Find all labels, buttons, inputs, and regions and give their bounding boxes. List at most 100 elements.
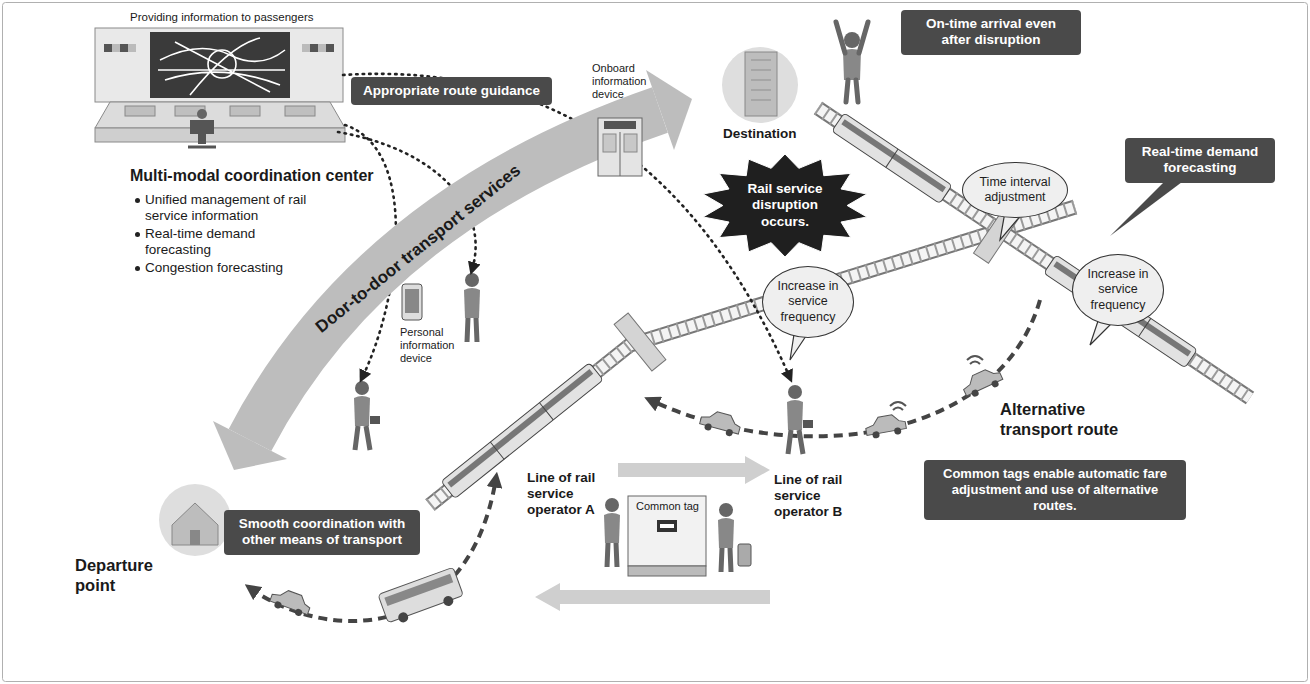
control-center bbox=[95, 128, 345, 142]
train bbox=[886, 149, 898, 167]
train bbox=[832, 113, 952, 204]
bullet-dot bbox=[135, 198, 140, 203]
passenger bbox=[464, 273, 480, 342]
car bbox=[700, 408, 743, 434]
door-to-door-band bbox=[213, 70, 692, 470]
bullet-dot bbox=[135, 232, 140, 237]
control-center bbox=[318, 44, 326, 52]
callout-text: On-time arrival even after disruption bbox=[913, 16, 1069, 49]
bullet-item: Real-time demand forecasting bbox=[145, 226, 323, 258]
door-to-door-band bbox=[646, 70, 692, 150]
control-center bbox=[326, 44, 334, 52]
cheering-person bbox=[844, 32, 860, 48]
passenger bbox=[467, 318, 477, 342]
passenger bbox=[803, 420, 813, 428]
car bbox=[970, 389, 979, 398]
callout-box: Appropriate route guidance bbox=[351, 77, 552, 105]
tag-label: Common tag bbox=[636, 500, 699, 513]
departure-house bbox=[159, 484, 231, 556]
door-to-door-band bbox=[213, 421, 287, 470]
destination-building bbox=[722, 47, 798, 123]
car bbox=[894, 427, 902, 435]
destination-building bbox=[745, 52, 777, 116]
passenger bbox=[354, 381, 380, 450]
bubble-text: Increase in service frequency bbox=[775, 279, 841, 325]
route-label: Alternative transport route bbox=[1000, 400, 1135, 440]
onboard-device-icon bbox=[598, 118, 642, 176]
car bbox=[864, 413, 906, 436]
control-center bbox=[302, 44, 310, 52]
phone-icon bbox=[405, 289, 419, 313]
passenger bbox=[787, 385, 813, 454]
passenger bbox=[464, 288, 480, 318]
passenger bbox=[787, 400, 803, 430]
callout-text: Common tags enable automatic fare adjust… bbox=[936, 466, 1174, 514]
control-center bbox=[188, 146, 216, 149]
bubble-text: Rail service disruption occurs. bbox=[737, 181, 833, 230]
station-bridge bbox=[614, 313, 666, 371]
control-center bbox=[150, 32, 290, 98]
passenger bbox=[465, 273, 479, 287]
bus bbox=[378, 567, 465, 627]
ticket-gate bbox=[660, 524, 674, 528]
car bbox=[960, 365, 1003, 396]
speech-bubble: Increase in service frequency bbox=[762, 266, 854, 338]
train bbox=[1044, 255, 1197, 368]
car bbox=[273, 600, 282, 609]
gate-arrow bbox=[535, 583, 770, 611]
car bbox=[864, 413, 907, 440]
burst-shape bbox=[703, 154, 867, 257]
car bbox=[990, 379, 999, 388]
passenger bbox=[788, 430, 803, 454]
wifi-symbol bbox=[967, 356, 983, 364]
passenger bbox=[721, 548, 731, 572]
car bbox=[725, 428, 734, 437]
departure-house bbox=[159, 484, 231, 556]
car bbox=[960, 365, 1005, 400]
bubble-text: Time interval adjustment bbox=[977, 175, 1053, 206]
callout-box: Real-time demand forecasting bbox=[1125, 138, 1275, 183]
station-bridge bbox=[614, 313, 666, 371]
callout-box: Common tags enable automatic fare adjust… bbox=[924, 460, 1186, 520]
control-center bbox=[112, 44, 120, 52]
ticket-gate bbox=[628, 566, 706, 576]
bullet-dot bbox=[135, 266, 140, 271]
control-center bbox=[104, 44, 112, 52]
operator-label: Line of rail service operator B bbox=[774, 472, 862, 521]
wifi-symbol bbox=[890, 402, 906, 410]
control-center bbox=[285, 106, 315, 116]
control-center bbox=[230, 106, 260, 116]
cheering-person bbox=[836, 22, 868, 102]
ticket-gate bbox=[628, 496, 706, 576]
device-label: Personal information device bbox=[400, 326, 460, 366]
center-heading: Multi-modal coordination center bbox=[130, 166, 374, 185]
phone-icon bbox=[402, 284, 422, 320]
control-center bbox=[158, 38, 285, 95]
transfer-route bbox=[250, 300, 1040, 621]
cheering-person bbox=[836, 22, 868, 102]
onboard-device-icon bbox=[603, 134, 616, 152]
departure-house bbox=[190, 530, 200, 545]
passenger bbox=[719, 503, 733, 517]
passenger bbox=[604, 513, 620, 543]
bullet-item: Unified management of rail service infor… bbox=[145, 192, 323, 224]
control-center bbox=[208, 50, 236, 78]
ticket-gate bbox=[628, 496, 706, 566]
phone-icon bbox=[402, 284, 422, 320]
ticket-gate bbox=[657, 520, 677, 532]
callout-tail bbox=[1110, 176, 1190, 236]
control-center bbox=[95, 102, 345, 128]
passenger bbox=[354, 396, 370, 426]
control-center bbox=[190, 120, 214, 134]
onboard-device-icon bbox=[598, 118, 642, 176]
bus bbox=[397, 611, 410, 624]
onboard-device-icon bbox=[604, 121, 636, 129]
bus bbox=[378, 567, 463, 623]
train bbox=[832, 113, 952, 204]
train bbox=[1053, 261, 1191, 356]
car bbox=[872, 431, 880, 439]
frame bbox=[3, 3, 1308, 682]
